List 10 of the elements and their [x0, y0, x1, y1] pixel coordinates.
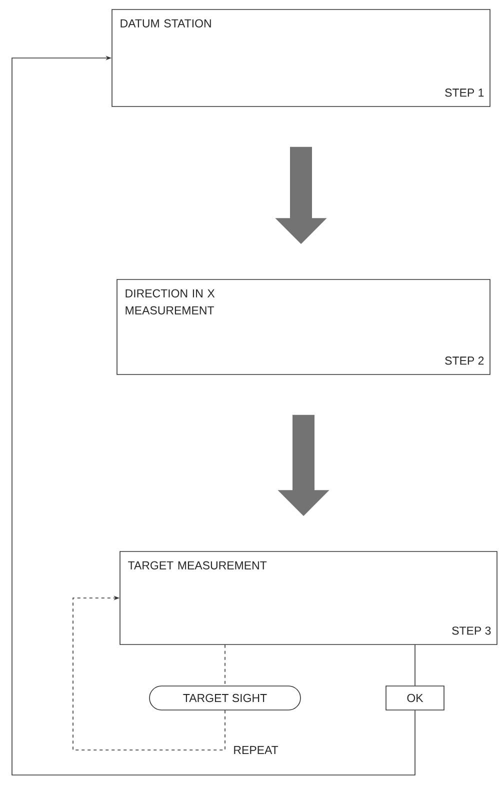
connector-line	[224, 644, 226, 686]
result-box: OK	[386, 686, 444, 710]
edge-label: REPEAT	[232, 745, 280, 755]
arrow	[72, 596, 226, 750]
process-box: DIRECTION IN X MEASUREMENT STEP 2	[116, 279, 490, 375]
connector-line	[414, 644, 416, 686]
process-box: TARGET MEASUREMENT STEP 3	[120, 551, 498, 645]
arrow	[12, 56, 416, 776]
process-box: DATUM STATION STEP 1	[112, 9, 490, 107]
terminal-pill: TARGET SIGHT	[149, 686, 301, 710]
